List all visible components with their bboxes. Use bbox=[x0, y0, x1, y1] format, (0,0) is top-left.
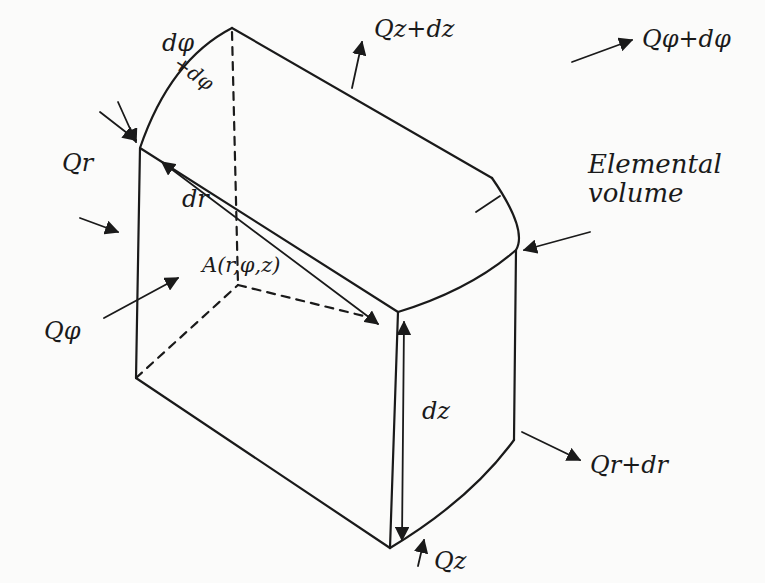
heat-flow-label: Qr bbox=[60, 150, 95, 176]
dimension-label: dr bbox=[180, 186, 211, 212]
heat-flow-label: Qφ+dφ bbox=[640, 26, 733, 52]
heat-flow-label: Qr+dr bbox=[588, 452, 670, 478]
heat-flow-label: Qφ bbox=[42, 318, 82, 344]
callout-label: Elemental volume bbox=[586, 150, 740, 207]
point-label: A(r,φ,z) bbox=[200, 254, 282, 277]
heat-flow-label: Qz+dz bbox=[372, 16, 456, 42]
heat-flow-label: Qz bbox=[432, 548, 468, 574]
dimension-label: dz bbox=[420, 398, 452, 424]
